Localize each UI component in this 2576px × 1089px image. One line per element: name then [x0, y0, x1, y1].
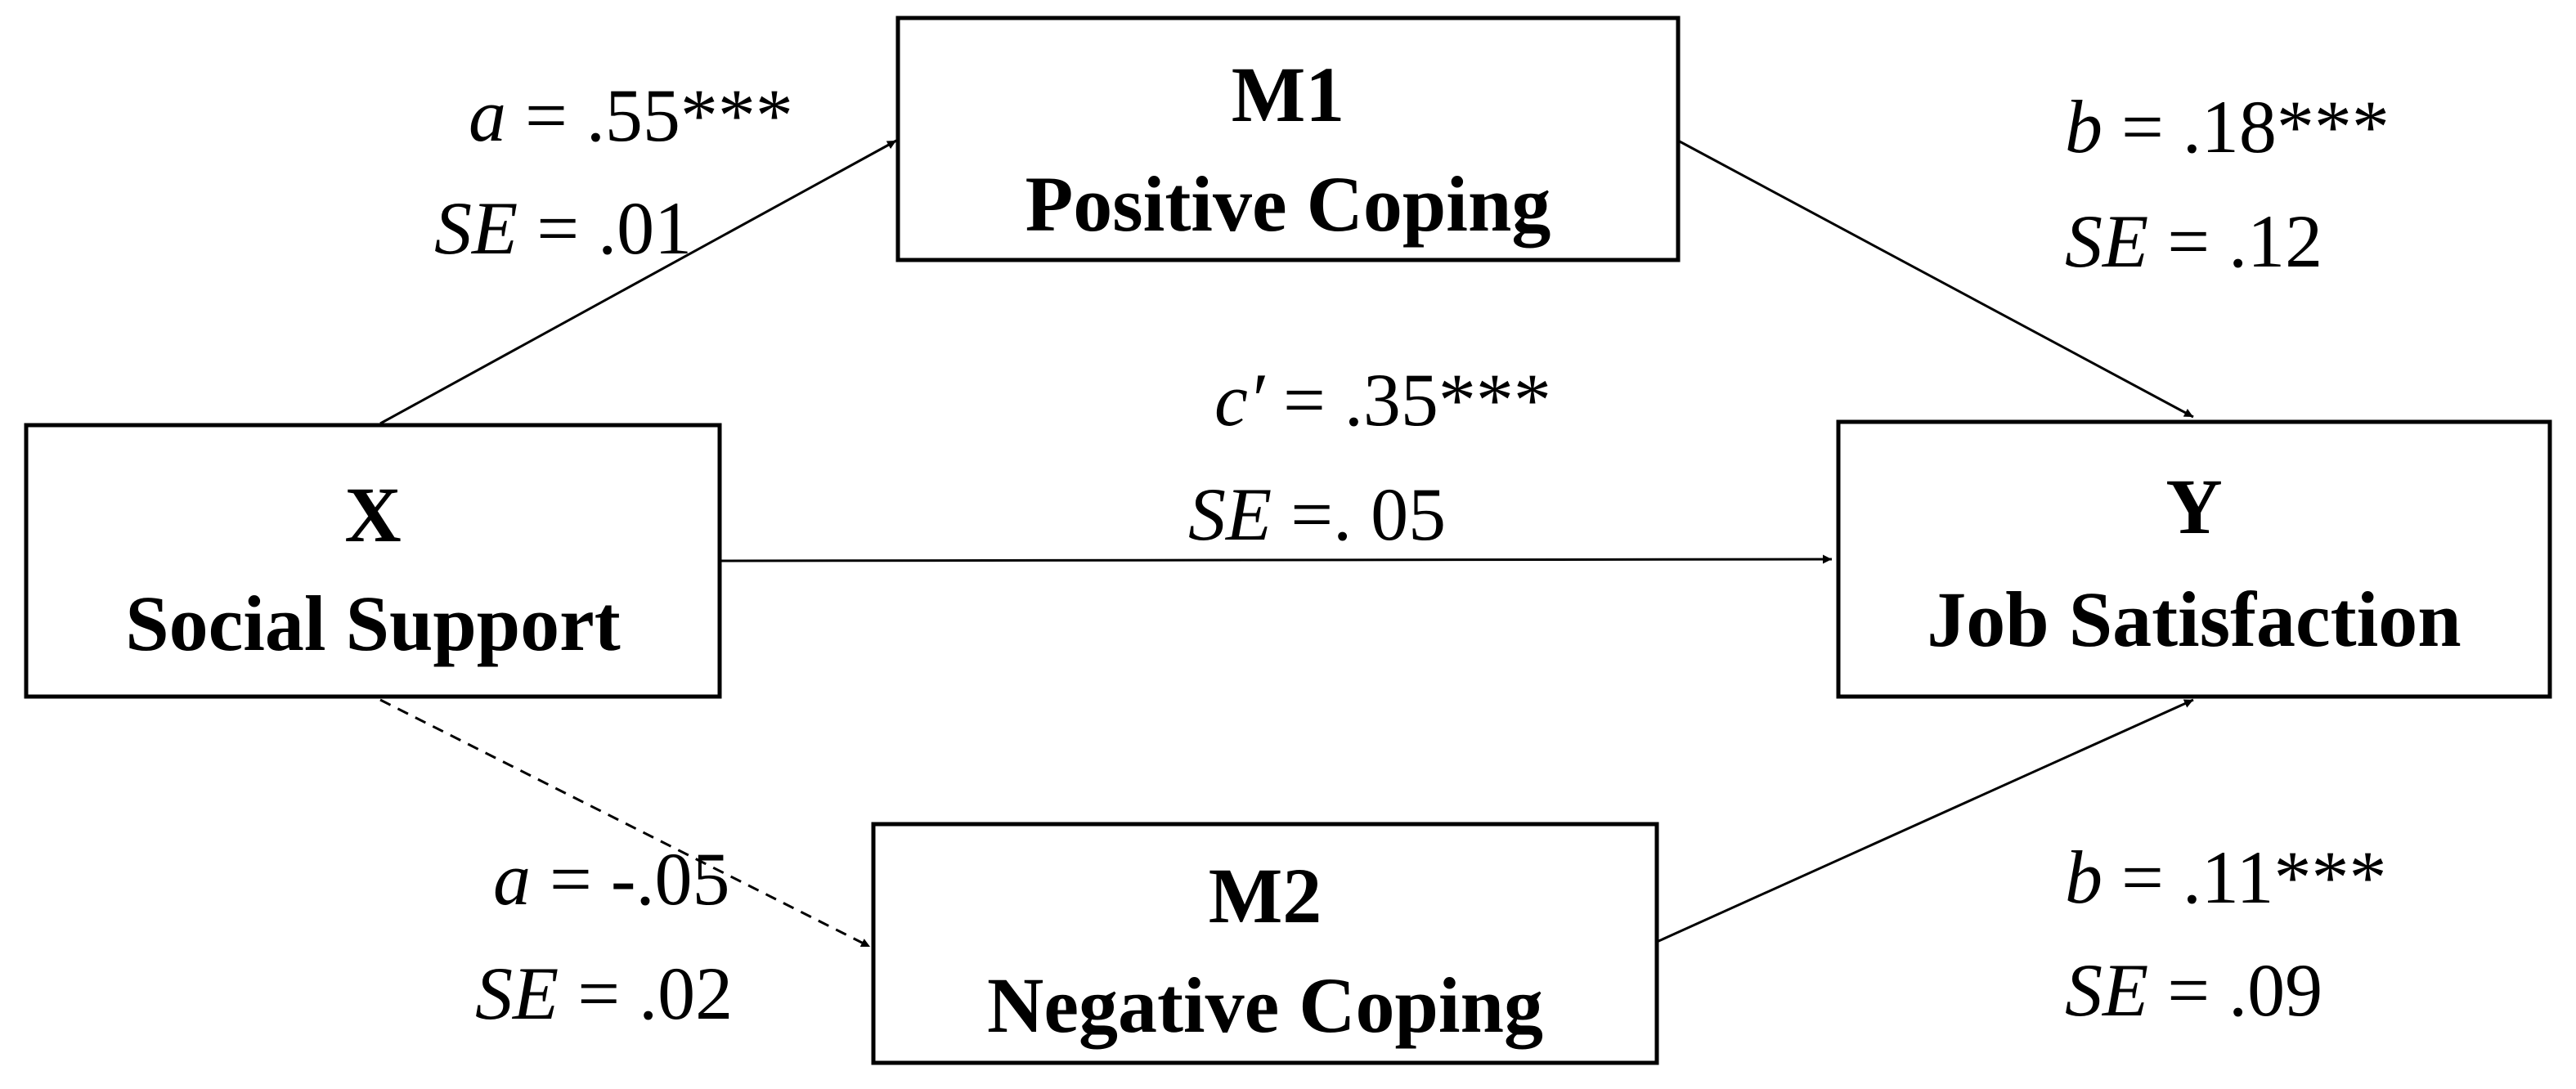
node-m1-label: M1: [1232, 51, 1345, 138]
node-m1: M1 Positive Coping: [895, 16, 1681, 262]
coef-c-prime-symbol: c′: [1214, 358, 1266, 441]
coef-a1-value: a = .55***: [337, 74, 887, 157]
path-a2-arrow: [379, 698, 871, 948]
coef-c-prime-se-symbol: SE: [1188, 473, 1272, 556]
node-x: X Social Support: [24, 423, 722, 699]
coef-a1-number: = .55***: [506, 74, 793, 157]
coef-b1-se-number: = .12: [2148, 199, 2322, 283]
coef-a2-se-number: = .02: [559, 952, 733, 1035]
coef-b1-value: b = .18***: [1933, 85, 2484, 168]
coef-c-prime-value: c′ = .35***: [1083, 358, 1645, 441]
coef-a1: a = .55*** SE = .01: [303, 74, 887, 270]
coef-c-prime-se-number: =. 05: [1272, 473, 1446, 556]
coef-b2-symbol: b: [2065, 836, 2103, 919]
node-m2: M2 Negative Coping: [871, 822, 1659, 1065]
coef-b2-se-number: = .09: [2148, 948, 2322, 1032]
node-y: Y Job Satisfaction: [1836, 419, 2552, 699]
node-y-name: Job Satisfaction: [1927, 576, 2461, 663]
node-m2-label: M2: [1209, 852, 1322, 939]
coef-b2: b = .11*** SE = .09: [1933, 836, 2480, 1032]
coef-a1-se-number: = .01: [518, 186, 692, 270]
coef-b1-se: SE = .12: [1933, 199, 2417, 283]
node-m2-name: Negative Coping: [987, 961, 1543, 1049]
node-x-box: [24, 423, 722, 699]
path-b1-arrow: [1677, 139, 2194, 419]
path-b2-arrow: [1656, 698, 2194, 943]
coef-b2-number: = .11***: [2103, 836, 2386, 919]
coef-a1-symbol: a: [469, 74, 506, 157]
coef-b2-se-symbol: SE: [2065, 948, 2148, 1032]
path-a1-arrow: [379, 139, 897, 425]
coef-b2-se: SE = .09: [1933, 948, 2417, 1032]
coef-c-prime: c′ = .35*** SE =. 05: [1057, 358, 1645, 556]
node-m2-box: [871, 822, 1659, 1065]
coef-a2-value: a = -.05: [361, 837, 824, 921]
node-m1-name: Positive Coping: [1025, 160, 1551, 248]
paths-layer: [379, 139, 2194, 948]
coef-b1-symbol: b: [2065, 85, 2103, 168]
coef-b1-number: = .18***: [2103, 85, 2390, 168]
coef-a2-symbol: a: [493, 837, 531, 921]
coef-a2-se-symbol: SE: [475, 952, 559, 1035]
node-x-label: X: [344, 471, 401, 558]
coef-c-prime-number: = .35***: [1264, 358, 1551, 441]
coef-b1-se-symbol: SE: [2065, 199, 2148, 283]
node-y-box: [1836, 419, 2552, 699]
coef-a2-se: SE = .02: [343, 952, 827, 1035]
coef-a1-se-symbol: SE: [434, 186, 518, 270]
coef-a2-number: = -.05: [531, 837, 730, 921]
node-y-label: Y: [2165, 463, 2222, 550]
coef-a2: a = -.05 SE = .02: [343, 837, 827, 1035]
coef-a1-se: SE = .01: [303, 186, 786, 270]
path-c-prime-arrow: [719, 554, 1833, 564]
coef-b2-value: b = .11***: [1933, 836, 2480, 919]
node-x-name: Social Support: [125, 580, 621, 667]
coef-c-prime-se: SE =. 05: [1057, 473, 1540, 556]
coef-b1: b = .18*** SE = .12: [1933, 85, 2484, 283]
node-m1-box: [895, 16, 1681, 262]
